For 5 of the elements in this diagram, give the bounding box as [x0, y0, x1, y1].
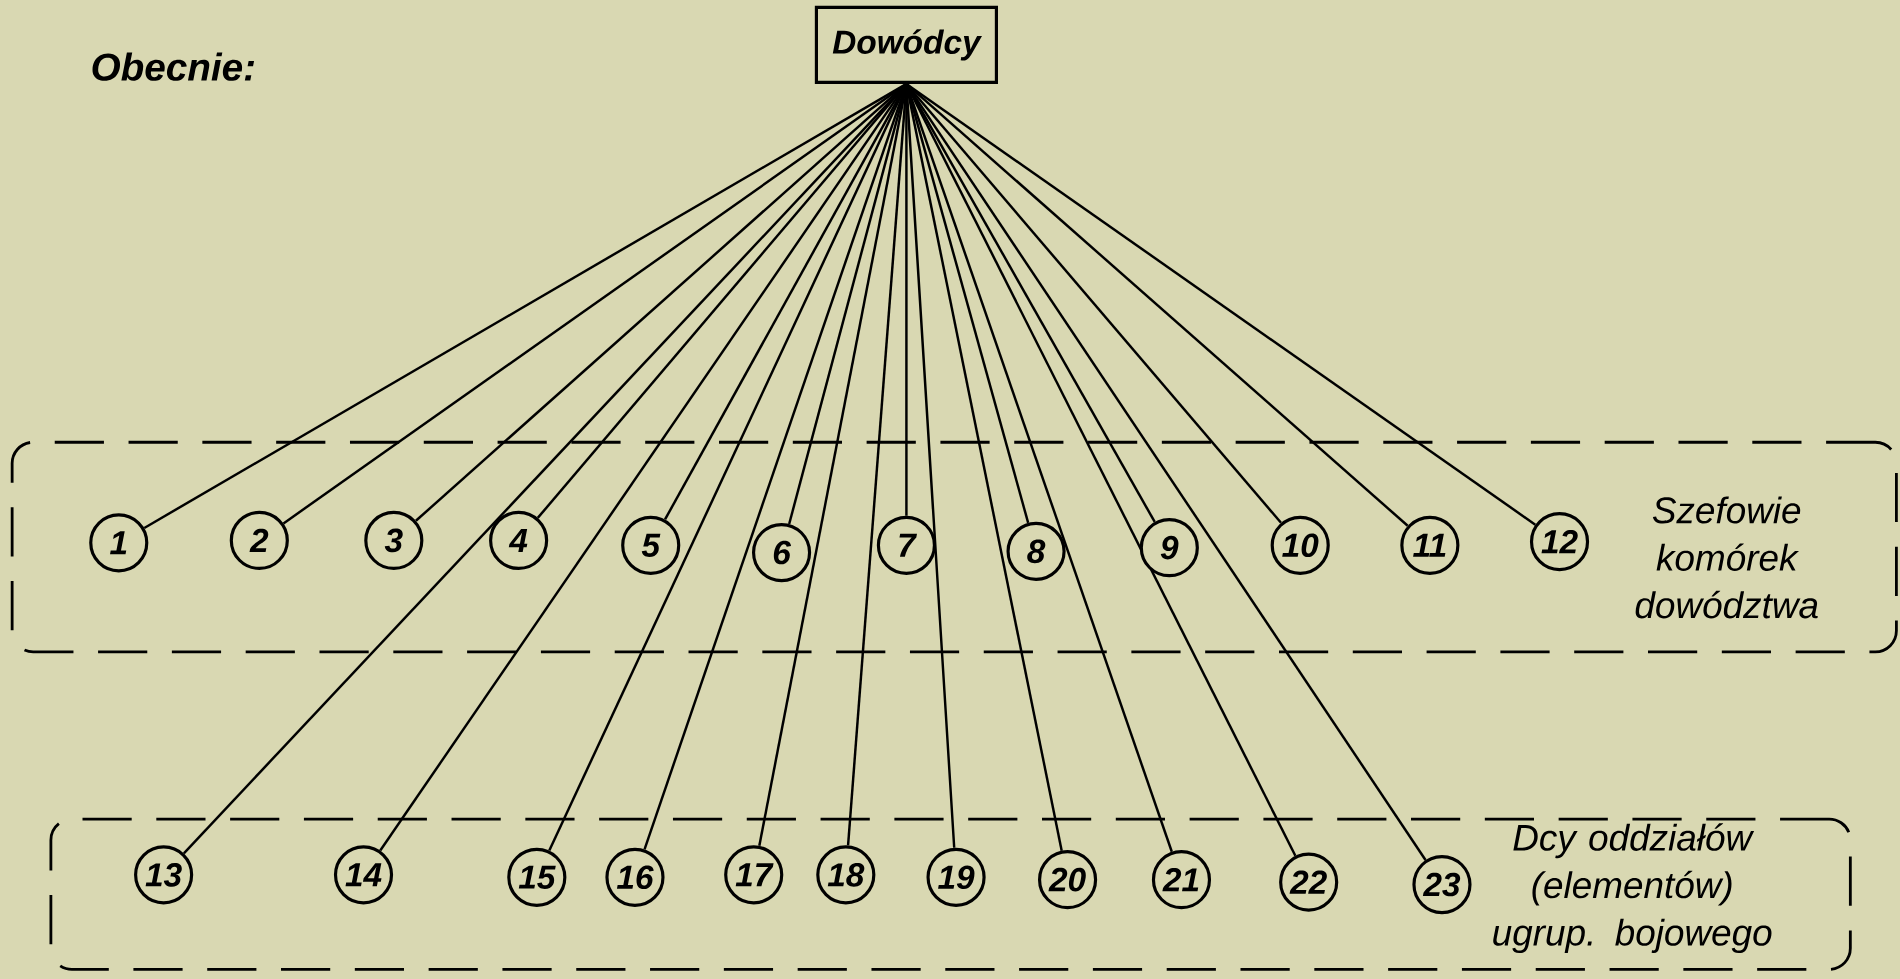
group-label: Dcy oddziałów (elementów) ugrup. bojowego: [1493, 823, 1772, 954]
connector-line: [905, 82, 1536, 526]
commander-box: Dowódcy: [814, 5, 998, 84]
group-label: Szefowie komórek dowództwa: [1635, 496, 1818, 619]
title: Obecnie:: [92, 52, 255, 81]
